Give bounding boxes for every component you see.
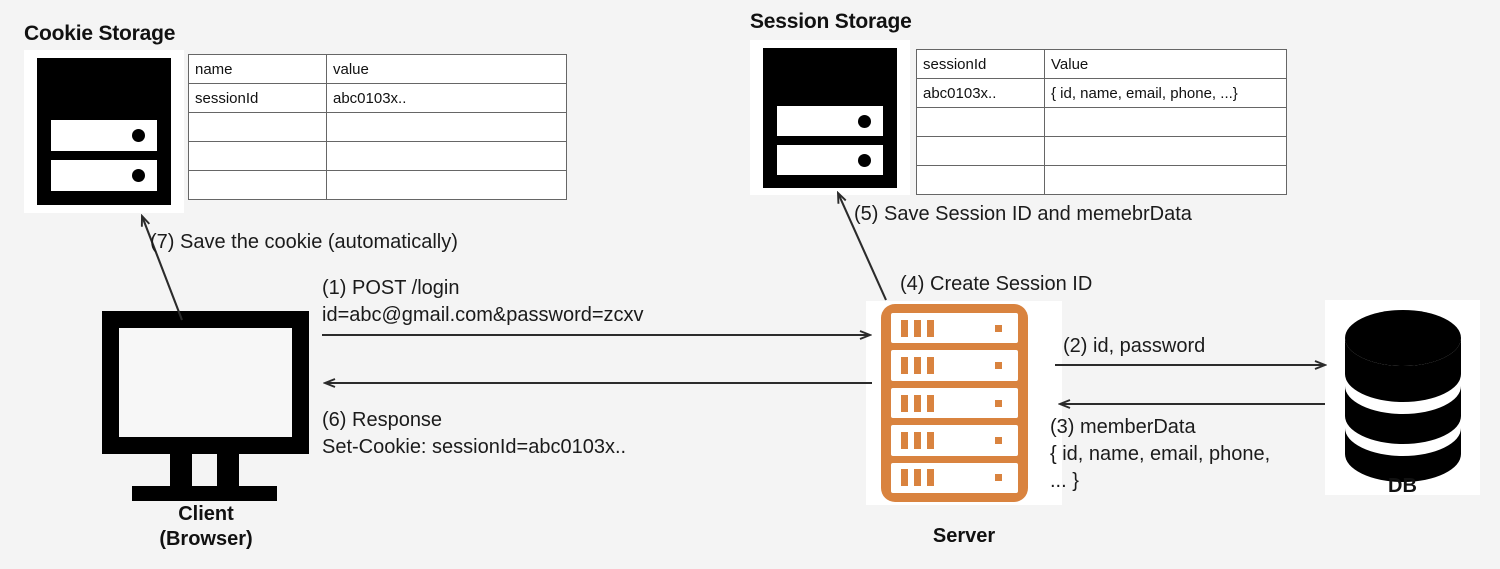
server-rack-unit xyxy=(891,425,1018,456)
server-label: Server xyxy=(932,525,996,547)
storage-bar xyxy=(51,160,157,191)
client-label: Client (Browser) xyxy=(106,502,306,552)
monitor-stand-left xyxy=(170,454,192,494)
cell xyxy=(1044,136,1287,166)
cell xyxy=(326,141,567,171)
table-row xyxy=(188,112,567,142)
server-indicator xyxy=(995,399,1002,407)
storage-led-dot xyxy=(132,169,145,182)
cell: abc0103x.. xyxy=(916,78,1045,108)
cell xyxy=(916,165,1045,195)
step1-line1: (1) POST /login xyxy=(322,277,460,299)
monitor-base xyxy=(132,486,277,501)
storage-bar xyxy=(777,106,883,136)
step2-text: (2) id, password xyxy=(1063,335,1206,357)
cell xyxy=(1044,165,1287,195)
database-cylinder-icon xyxy=(1341,308,1465,483)
cell xyxy=(188,170,327,200)
cell: name xyxy=(188,54,327,84)
flow-label-step3: (3) memberData { id, name, email, phone,… xyxy=(1050,414,1270,494)
storage-bar xyxy=(51,120,157,151)
table-row: name value xyxy=(188,54,567,84)
cookie-storage-title: Cookie Storage xyxy=(24,22,176,45)
cell: abc0103x.. xyxy=(326,83,567,113)
storage-icon xyxy=(37,58,171,205)
cookie-storage-table: name value sessionId abc0103x.. xyxy=(188,54,567,200)
storage-icon xyxy=(763,48,897,188)
step1-line2: id=abc@gmail.com&password=zcxv xyxy=(322,303,644,326)
session-storage-title: Session Storage xyxy=(750,10,912,33)
step3-line2: { id, name, email, phone, xyxy=(1050,442,1271,465)
server-rack-unit xyxy=(891,387,1018,419)
step3-line1: (3) memberData xyxy=(1050,416,1196,438)
cell xyxy=(326,112,567,142)
cell xyxy=(326,170,567,200)
step6-line2: Set-Cookie: sessionId=abc0103x.. xyxy=(322,435,627,458)
session-storage-table: sessionId Value abc0103x.. { id, name, e… xyxy=(916,49,1287,195)
db-svg xyxy=(1345,310,1461,482)
table-row xyxy=(916,107,1287,137)
server-rack-icon xyxy=(881,304,1028,502)
table-row: sessionId abc0103x.. xyxy=(188,83,567,113)
step3-line3: ... } xyxy=(1050,469,1079,492)
server-rack-unit xyxy=(891,350,1018,381)
cell xyxy=(916,107,1045,137)
db-label: DB xyxy=(1388,475,1417,497)
monitor-icon xyxy=(102,311,309,501)
server-rack-unit xyxy=(891,462,1018,494)
cell xyxy=(188,112,327,142)
server-indicator xyxy=(995,436,1002,444)
client-label-line1: Client xyxy=(178,503,234,525)
monitor-stand-right xyxy=(217,454,239,494)
storage-bar xyxy=(777,145,883,175)
cell xyxy=(1044,107,1287,137)
storage-led-dot xyxy=(132,129,145,142)
server-indicator xyxy=(995,324,1002,332)
server-indicator xyxy=(995,362,1002,370)
cell: sessionId xyxy=(916,49,1045,79)
cell xyxy=(916,136,1045,166)
table-row: abc0103x.. { id, name, email, phone, ...… xyxy=(916,78,1287,108)
step4-text: (4) Create Session ID xyxy=(900,273,1093,295)
table-row: sessionId Value xyxy=(916,49,1287,79)
server-leds xyxy=(901,431,934,449)
table-row xyxy=(188,141,567,171)
step6-line1: (6) Response xyxy=(322,409,443,431)
server-leds xyxy=(901,357,934,375)
flow-label-step4: (4) Create Session ID xyxy=(900,271,1092,298)
cell xyxy=(188,141,327,171)
cell: value xyxy=(326,54,567,84)
flow-label-step2: (2) id, password xyxy=(1063,333,1205,360)
storage-led-dot xyxy=(858,114,871,128)
cell: Value xyxy=(1044,49,1287,79)
server-leds xyxy=(901,394,934,412)
flow-label-step1: (1) POST /login id=abc@gmail.com&passwor… xyxy=(322,275,644,329)
monitor-screen xyxy=(102,311,309,454)
step5-text: (5) Save Session ID and memebrData xyxy=(854,203,1192,225)
server-indicator xyxy=(995,474,1002,482)
step7-text: (7) Save the cookie (automatically) xyxy=(150,231,458,253)
client-label-line2: (Browser) xyxy=(159,528,253,550)
table-row xyxy=(916,136,1287,166)
flow-label-step6: (6) Response Set-Cookie: sessionId=abc01… xyxy=(322,407,626,461)
cell: { id, name, email, phone, ...} xyxy=(1044,78,1287,108)
storage-led-dot xyxy=(858,153,871,167)
server-rack-unit xyxy=(891,313,1018,344)
flow-label-step5: (5) Save Session ID and memebrData xyxy=(854,201,1192,228)
server-leds xyxy=(901,319,934,337)
server-leds xyxy=(901,469,934,487)
flow-label-step7: (7) Save the cookie (automatically) xyxy=(150,229,458,256)
cell: sessionId xyxy=(188,83,327,113)
table-row xyxy=(188,170,567,200)
table-row xyxy=(916,165,1287,195)
